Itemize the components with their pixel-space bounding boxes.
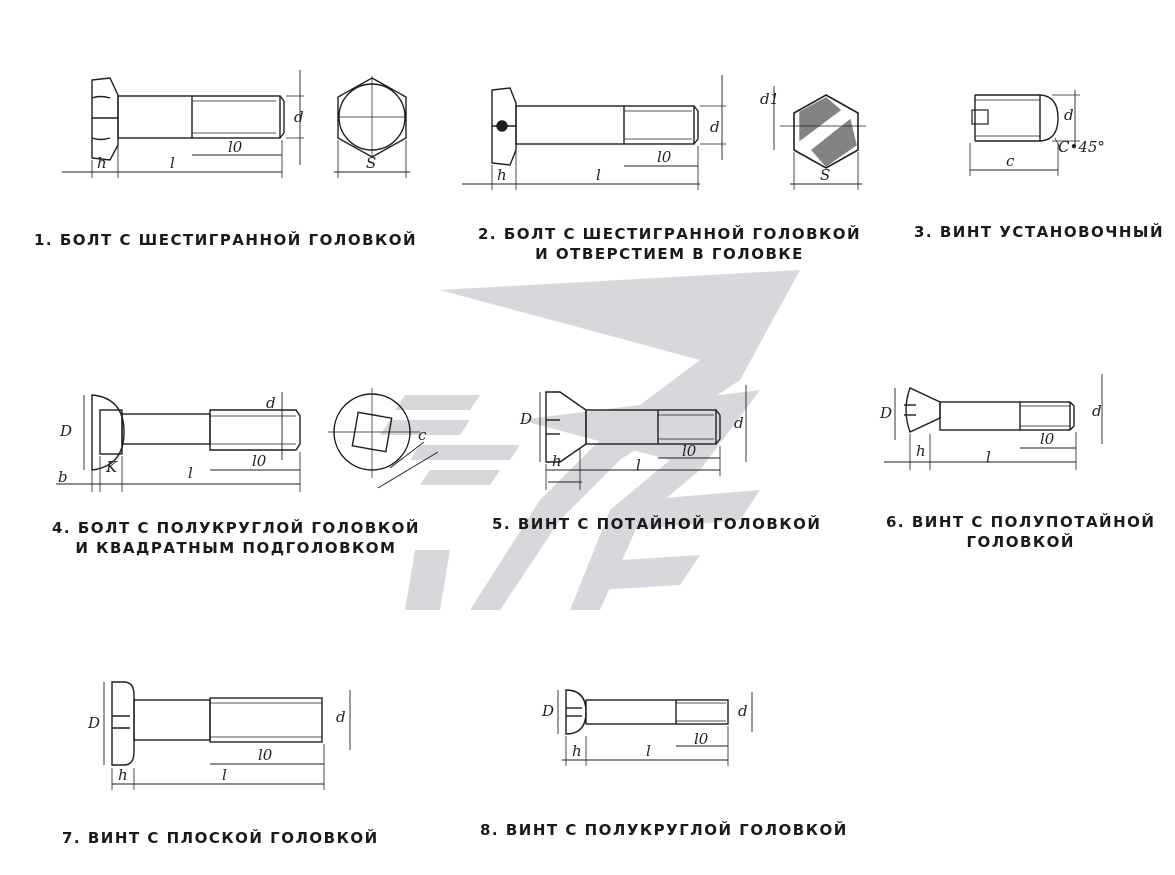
svg-text:l0: l0 [258, 746, 273, 764]
svg-text:l0: l0 [1040, 430, 1055, 448]
caption-8: 8. ВИНТ С ПОЛУКРУГЛОЙ ГОЛОВКОЙ [480, 821, 848, 839]
svg-text:d: d [336, 708, 346, 726]
figure-8-pan-head-screw [557, 689, 753, 766]
svg-text:d: d [266, 394, 276, 412]
svg-text:l: l [596, 166, 601, 184]
svg-text:l: l [636, 456, 641, 474]
svg-text:l0: l0 [694, 730, 709, 748]
svg-text:b: b [58, 468, 68, 486]
svg-text:c: c [418, 426, 427, 444]
caption-5: 5. ВИНТ С ПОТАЙНОЙ ГОЛОВКОЙ [492, 515, 822, 533]
svg-text:h: h [118, 766, 128, 784]
svg-text:d: d [1092, 402, 1102, 420]
svg-text:l: l [170, 154, 175, 172]
svg-text:S: S [820, 166, 830, 184]
svg-text:d: d [294, 108, 304, 126]
svg-text:d: d [710, 118, 720, 136]
caption-3: 3. ВИНТ УСТАНОВОЧНЫЙ [914, 223, 1165, 241]
svg-text:l: l [222, 766, 227, 784]
svg-text:h: h [552, 452, 562, 470]
svg-text:D: D [541, 702, 554, 720]
svg-text:h: h [97, 154, 107, 172]
svg-text:h: h [497, 166, 507, 184]
svg-text:l0: l0 [682, 442, 697, 460]
svg-text:l0: l0 [252, 452, 267, 470]
svg-text:C•45°: C•45° [1058, 138, 1105, 156]
svg-text:l: l [646, 742, 651, 760]
svg-text:c: c [1006, 152, 1015, 170]
svg-text:h: h [572, 742, 582, 760]
svg-text:l0: l0 [228, 138, 243, 156]
figure-7-flat-head-screw [103, 681, 351, 790]
watermark-logo [380, 270, 800, 610]
caption-1: 1. БОЛТ С ШЕСТИГРАННОЙ ГОЛОВКОЙ [34, 231, 418, 249]
svg-text:l0: l0 [657, 148, 672, 166]
svg-text:K: K [105, 458, 118, 476]
svg-text:d: d [734, 414, 744, 432]
svg-text:h: h [916, 442, 926, 460]
svg-text:l: l [986, 448, 991, 466]
figure-3-set-screw [969, 90, 1080, 176]
caption-7: 7. ВИНТ С ПЛОСКОЙ ГОЛОВКОЙ [62, 829, 379, 847]
svg-text:S: S [366, 154, 376, 172]
svg-text:D: D [879, 404, 892, 422]
figure-4-round-head-bolt [56, 388, 439, 492]
svg-text:l: l [188, 464, 193, 482]
svg-text:D: D [87, 714, 100, 732]
figure-2-hex-bolt-hole [462, 75, 866, 190]
figure-5-countersunk-screw [539, 385, 747, 490]
svg-text:d: d [1064, 106, 1074, 124]
svg-text:D: D [519, 410, 532, 428]
svg-text:d1: d1 [760, 90, 779, 108]
figure-1-hex-bolt [62, 70, 410, 178]
dimension-labels: h l l0 d S h l l0 d d1 S c d C•45° D b K… [58, 90, 1105, 784]
svg-text:d: d [738, 702, 748, 720]
svg-text:D: D [59, 422, 72, 440]
figure-6-raised-countersunk [884, 374, 1103, 470]
